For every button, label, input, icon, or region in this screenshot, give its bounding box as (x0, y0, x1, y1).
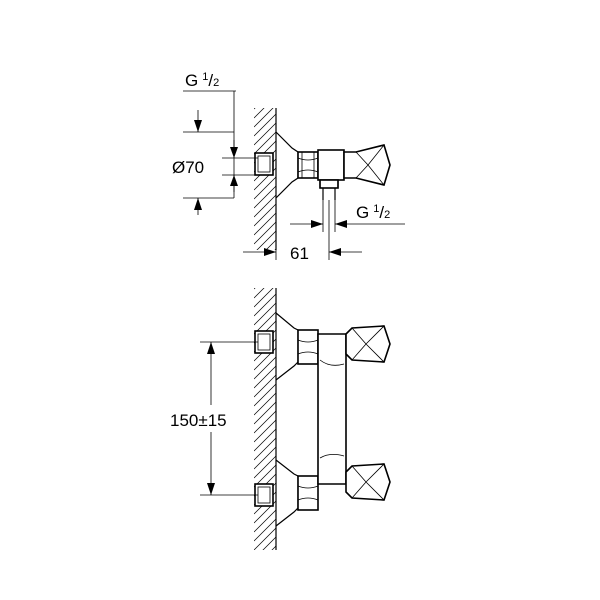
wall-hatch-line (254, 383, 276, 407)
rosette-diameter-label: Ø70 (172, 158, 204, 177)
dim-inlet-thread (183, 90, 236, 215)
wall-hatch-line (254, 573, 276, 595)
wall-hatch-line (256, 230, 276, 250)
lower-handle (345, 463, 391, 501)
wall-hatch-line (254, 374, 276, 398)
front-view: 150±15 (170, 258, 391, 595)
wall-hatch-line (254, 108, 265, 119)
dim-projection (243, 200, 362, 260)
wall-hatch-line (254, 437, 276, 461)
wall-hatch-line (254, 221, 276, 245)
wall-hatch-line (254, 288, 256, 290)
dim-center-distance (200, 341, 258, 496)
wall-hatch-line (254, 203, 276, 227)
wall-hatch-line (254, 288, 274, 308)
handle (343, 144, 391, 186)
wall-hatch-line (254, 78, 276, 100)
wall-hatch-line (254, 564, 276, 586)
wall-hatch-line (254, 428, 276, 452)
rosette (275, 131, 299, 199)
outlet-nut (319, 179, 339, 189)
wall-hatch-line (271, 545, 276, 550)
dim-rosette-diameter (222, 140, 258, 192)
wall-hatch-line (254, 113, 276, 137)
projection-label: 61 (290, 244, 309, 263)
wall-hatch-line (254, 365, 276, 389)
mixer-body (317, 149, 345, 181)
wall-hatch-line (254, 267, 276, 289)
lower-rosette (275, 459, 299, 527)
wall-top (254, 78, 277, 289)
wall-hatch-line (262, 536, 276, 550)
wall-hatch-line (254, 392, 276, 416)
upper-nut (297, 329, 319, 365)
wall-hatch-line (254, 288, 265, 299)
lower-nut (297, 475, 319, 511)
wall-hatch-line (254, 527, 276, 550)
wall-hatch-line (254, 176, 276, 200)
wall-hatch-line (254, 356, 276, 380)
wall-hatch-line (254, 401, 276, 425)
wall-hatch-line (254, 108, 274, 128)
wall-bottom (254, 258, 277, 595)
wall-hatch-line (265, 239, 276, 250)
wall-hatch-line (254, 419, 276, 443)
wall-hatch-line (254, 131, 276, 155)
nut (297, 151, 319, 179)
wall-hatch-line (254, 455, 276, 479)
wall-hatch-line (254, 108, 256, 110)
mixer-body-front (317, 333, 347, 485)
center-distance-label: 150±15 (170, 411, 227, 430)
wall-hatch-line (254, 293, 276, 317)
connector-block (254, 152, 274, 176)
wall-hatch-line (254, 258, 276, 280)
wall-hatch-line (254, 258, 276, 280)
upper-handle (345, 325, 391, 363)
wall-hatch-line (254, 194, 276, 218)
wall-hatch-line (254, 122, 276, 146)
wall-hatch-line (254, 302, 276, 326)
wall-hatch-line (254, 446, 276, 470)
upper-rosette (275, 312, 299, 381)
wall-hatch-line (254, 410, 276, 434)
wall-hatch-line (254, 555, 276, 577)
wall-hatch-line (254, 212, 276, 236)
wall-hatch-line (254, 518, 276, 542)
wall-hatch-line (254, 509, 276, 533)
wall-hatch-line (254, 185, 276, 209)
dim-outlet-thread (290, 200, 405, 232)
